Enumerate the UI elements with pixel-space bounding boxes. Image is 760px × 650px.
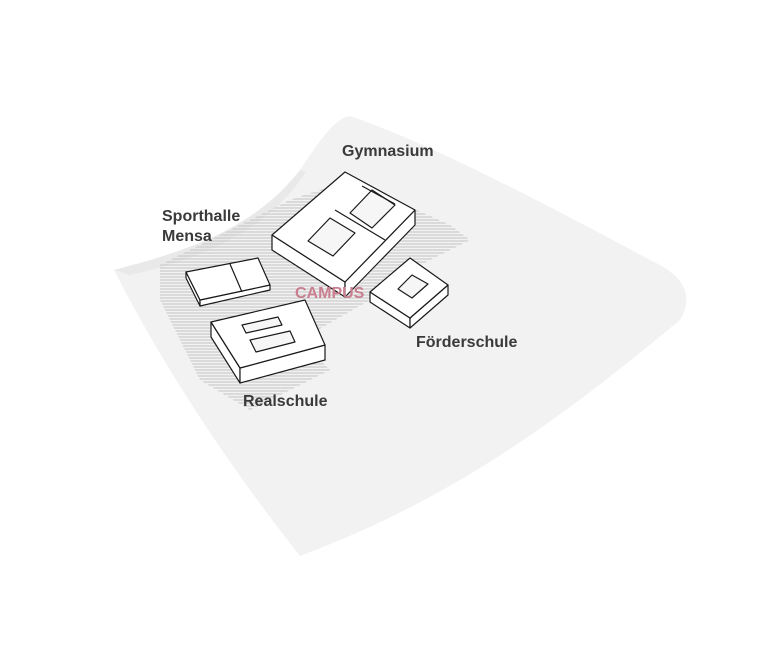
foerderschule-building [369,257,449,329]
gymnasium-label: Gymnasium [342,143,434,160]
gymnasium-building [271,171,416,298]
campus-label: CAMPUS [295,285,365,302]
sporthalle-label: Sporthalle [162,208,241,225]
mensa-label: Mensa [162,228,212,245]
realschule-label: Realschule [243,393,328,410]
sporthalle-mensa-building [185,257,271,307]
foerderschule-label: Förderschule [416,334,518,351]
realschule-building [210,299,326,384]
